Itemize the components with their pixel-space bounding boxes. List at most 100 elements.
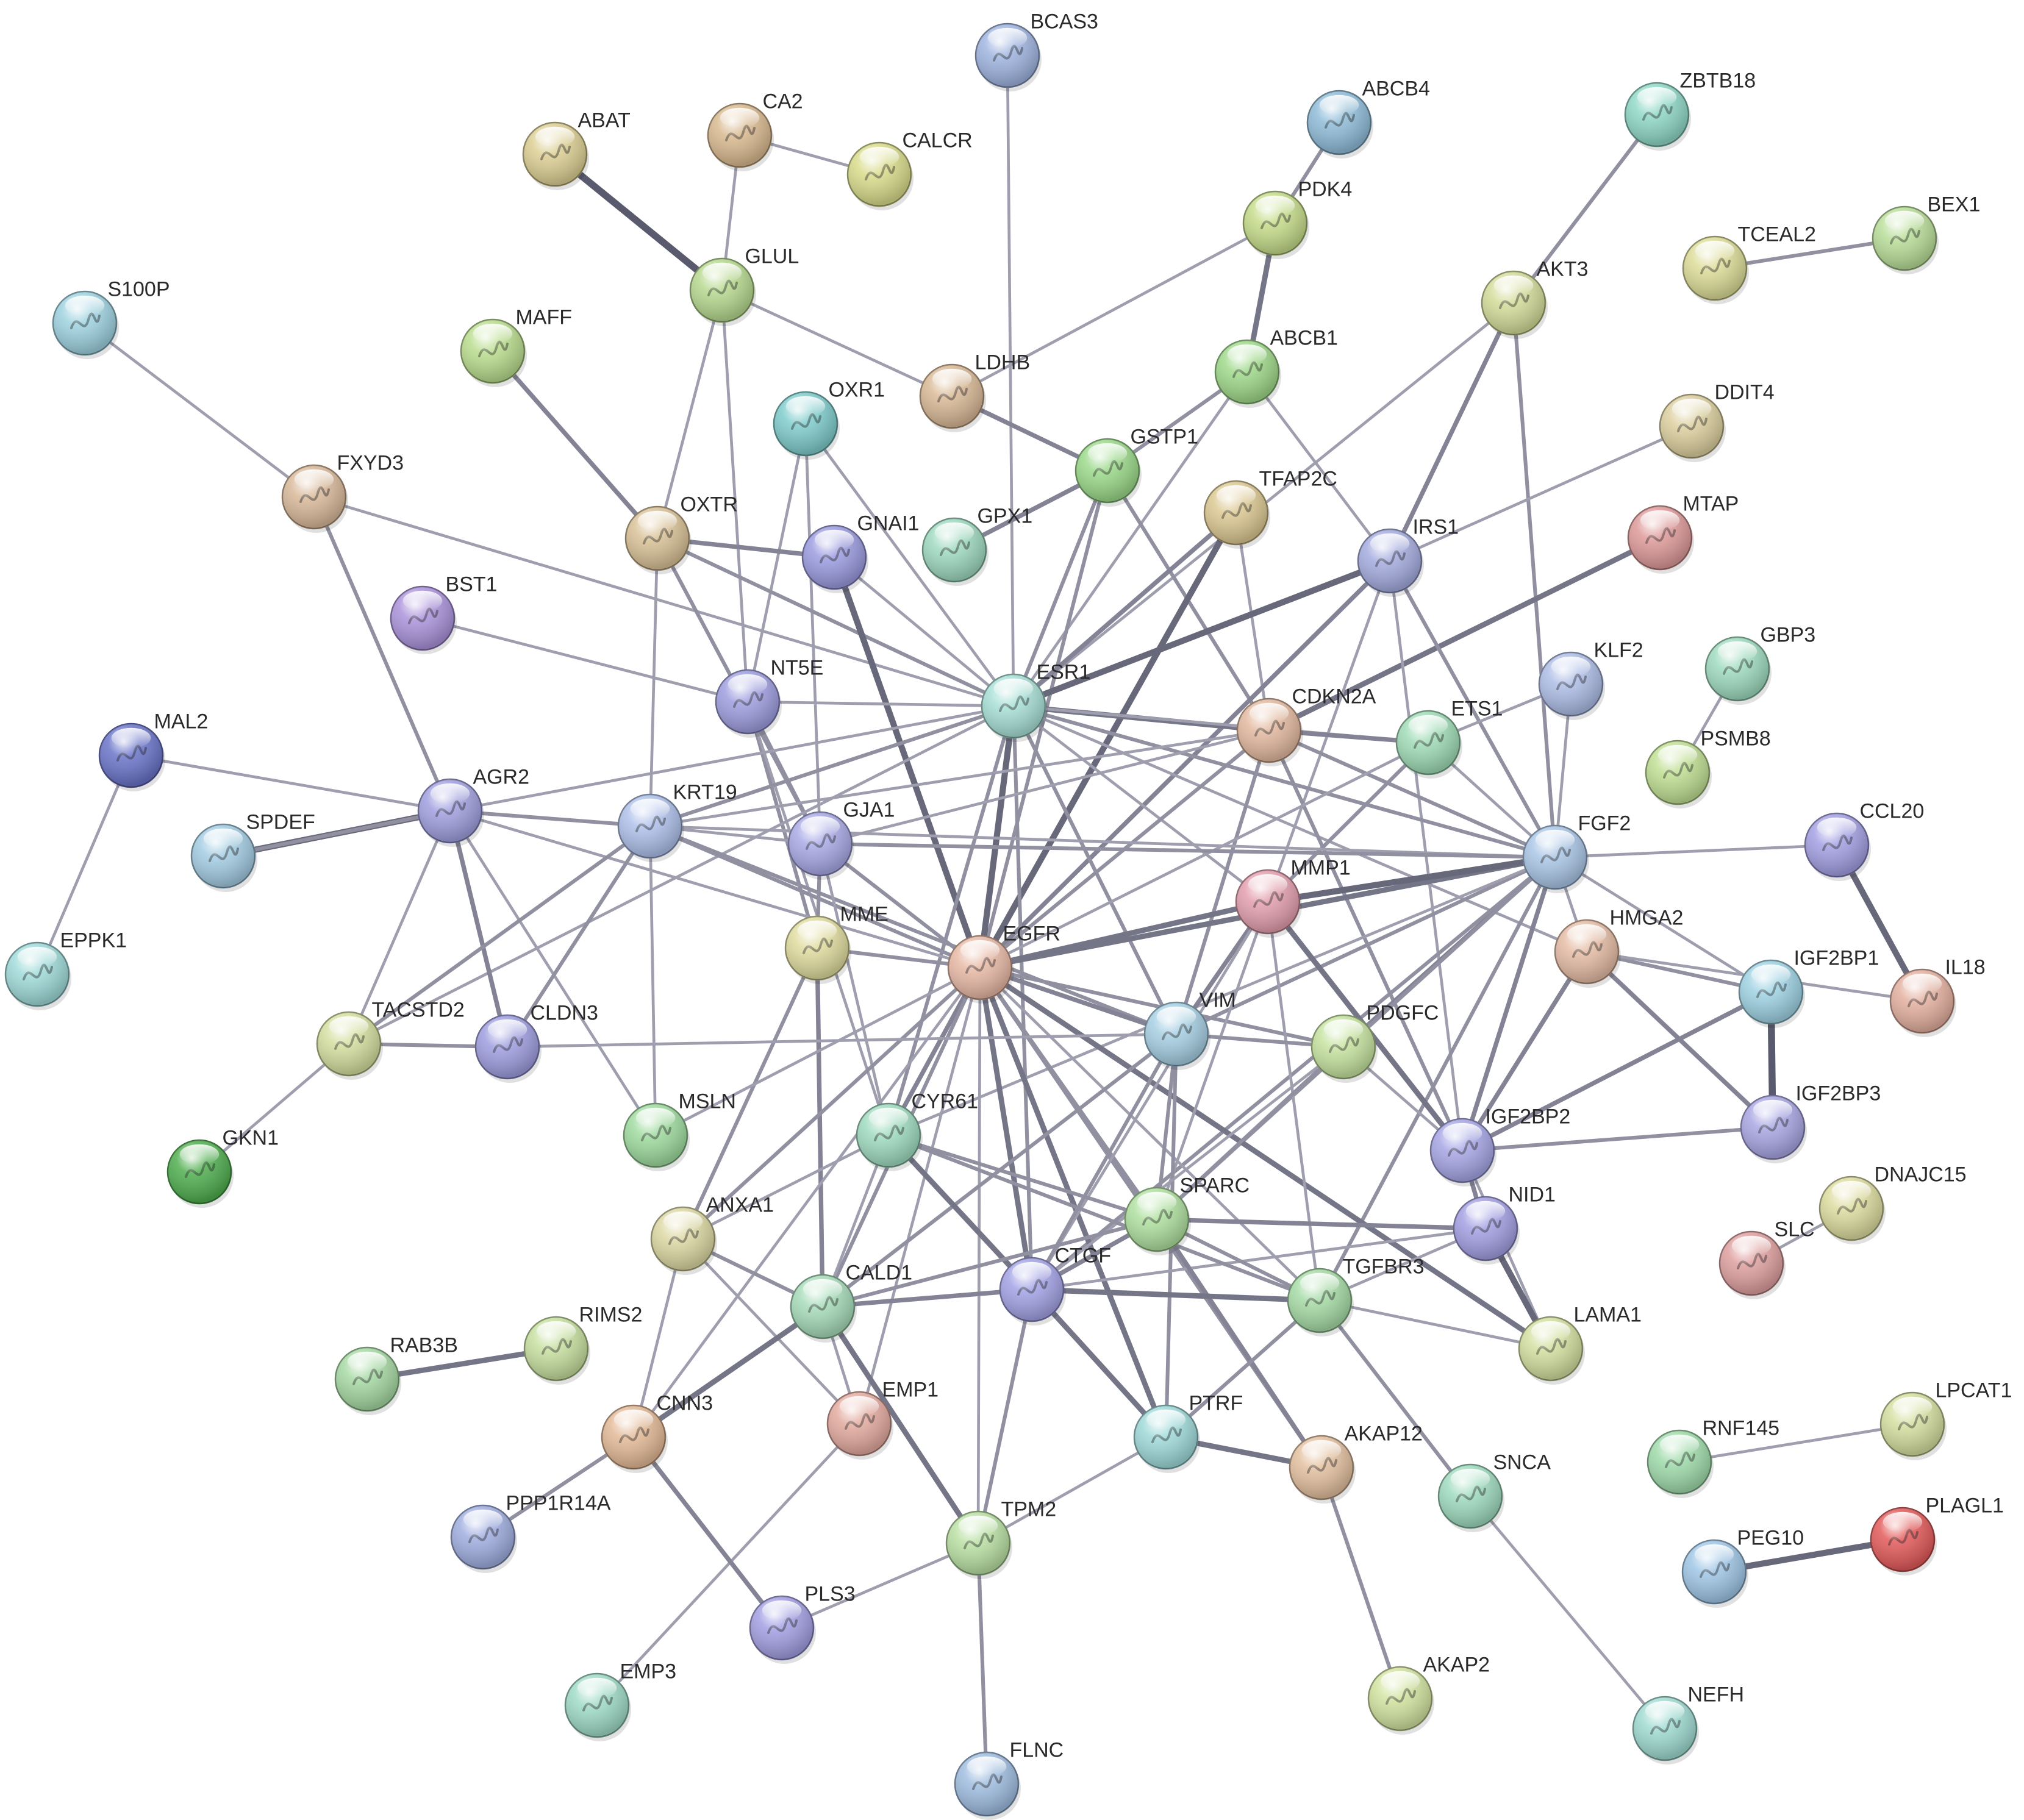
node-dnajc15[interactable]: DNAJC15 bbox=[1818, 1163, 1967, 1244]
edge-nid1-sparc bbox=[1154, 1217, 1488, 1231]
node-klf2[interactable]: KLF2 bbox=[1538, 638, 1643, 720]
node-bst1[interactable]: BST1 bbox=[390, 573, 497, 654]
node-cyr61[interactable]: CYR61 bbox=[856, 1090, 978, 1171]
node-gkn1[interactable]: GKN1 bbox=[166, 1126, 279, 1208]
node-emp3[interactable]: EMP3 bbox=[564, 1660, 676, 1741]
node-igf2bp2[interactable]: IGF2BP2 bbox=[1429, 1105, 1570, 1187]
node-oxr1[interactable]: OXR1 bbox=[773, 378, 885, 460]
node-cdkn2a[interactable]: CDKN2A bbox=[1236, 685, 1376, 766]
node-vim[interactable]: VIM bbox=[1143, 988, 1236, 1070]
node-peg10[interactable]: PEG10 bbox=[1681, 1526, 1804, 1608]
node-bex1[interactable]: BEX1 bbox=[1872, 193, 1980, 274]
node-tfap2c[interactable]: TFAP2C bbox=[1203, 467, 1337, 549]
node-mmp1[interactable]: MMP1 bbox=[1235, 856, 1351, 938]
node-zbtb18[interactable]: ZBTB18 bbox=[1624, 69, 1756, 151]
node-ppp1r14a[interactable]: PPP1R14A bbox=[450, 1491, 611, 1573]
node-slc[interactable]: SLC bbox=[1718, 1218, 1815, 1299]
node-ctgf[interactable]: CTGF bbox=[999, 1244, 1111, 1326]
node-gbp3[interactable]: GBP3 bbox=[1704, 623, 1815, 705]
edge-fgf2-ctgf bbox=[1029, 855, 1557, 1292]
node-mal2[interactable]: MAL2 bbox=[98, 710, 208, 791]
edge-igf2bp1-igf2bp2 bbox=[1460, 990, 1773, 1153]
node-nefh[interactable]: NEFH bbox=[1632, 1683, 1744, 1765]
node-pls3[interactable]: PLS3 bbox=[749, 1582, 856, 1664]
node-lpcat1[interactable]: LPCAT1 bbox=[1879, 1379, 2012, 1460]
node-label: GJA1 bbox=[843, 798, 895, 821]
node-rnf145[interactable]: RNF145 bbox=[1647, 1416, 1779, 1498]
node-fgf2[interactable]: FGF2 bbox=[1522, 812, 1631, 893]
node-glul[interactable]: GLUL bbox=[689, 244, 799, 326]
node-akap2[interactable]: AKAP2 bbox=[1367, 1653, 1490, 1735]
node-maff[interactable]: MAFF bbox=[460, 305, 572, 387]
node-anxa1[interactable]: ANXA1 bbox=[650, 1193, 774, 1275]
node-snca[interactable]: SNCA bbox=[1437, 1451, 1551, 1532]
node-sparc[interactable]: SPARC bbox=[1124, 1174, 1250, 1255]
node-mtap[interactable]: MTAP bbox=[1627, 492, 1739, 574]
edge-egfr-tpm2 bbox=[976, 966, 982, 1545]
node-abcb4[interactable]: ABCB4 bbox=[1306, 77, 1430, 159]
node-ptrf[interactable]: PTRF bbox=[1133, 1391, 1243, 1473]
edge-tgfbr3-ptrf bbox=[1164, 1298, 1322, 1440]
node-abat[interactable]: ABAT bbox=[522, 109, 631, 190]
node-label: FXYD3 bbox=[337, 451, 404, 474]
edge-ctgf-tgfbr3 bbox=[1029, 1286, 1323, 1304]
node-highlight bbox=[1902, 973, 1942, 994]
node-tgfbr3[interactable]: TGFBR3 bbox=[1287, 1255, 1425, 1336]
edge-gja1-egfr bbox=[818, 841, 982, 970]
node-igf2bp1[interactable]: IGF2BP1 bbox=[1738, 946, 1879, 1028]
edge-zbtb18-akt3 bbox=[1511, 112, 1659, 305]
node-tacstd2[interactable]: TACSTD2 bbox=[316, 998, 465, 1080]
edge-egfr-mmp1 bbox=[977, 899, 1271, 971]
node-label: MTAP bbox=[1682, 492, 1739, 515]
node-mme[interactable]: MME bbox=[784, 902, 889, 984]
node-calcr[interactable]: CALCR bbox=[846, 129, 973, 210]
edge-mme-anxa1 bbox=[681, 946, 820, 1241]
node-emp1[interactable]: EMP1 bbox=[826, 1378, 939, 1460]
node-plagl1[interactable]: PLAGL1 bbox=[1870, 1494, 2004, 1576]
node-gstp1[interactable]: GSTP1 bbox=[1075, 425, 1198, 507]
edge-pdgfc-ctgf bbox=[1030, 1045, 1345, 1291]
node-highlight bbox=[1255, 195, 1295, 216]
node-ldhb[interactable]: LDHB bbox=[919, 351, 1030, 432]
node-flnc[interactable]: FLNC bbox=[954, 1738, 1064, 1820]
node-irs1[interactable]: IRS1 bbox=[1357, 515, 1459, 597]
node-abcb1[interactable]: ABCB1 bbox=[1214, 326, 1338, 408]
node-ca2[interactable]: CA2 bbox=[707, 90, 803, 171]
node-pdgfc[interactable]: PDGFC bbox=[1311, 1001, 1439, 1083]
node-krt19[interactable]: KRT19 bbox=[617, 780, 737, 862]
node-nid1[interactable]: NID1 bbox=[1453, 1183, 1556, 1265]
node-ddit4[interactable]: DDIT4 bbox=[1659, 380, 1775, 462]
node-igf2bp3[interactable]: IGF2BP3 bbox=[1740, 1082, 1881, 1163]
node-eppk1[interactable]: EPPK1 bbox=[4, 929, 127, 1010]
node-gnai1[interactable]: GNAI1 bbox=[801, 512, 919, 593]
node-akt3[interactable]: AKT3 bbox=[1481, 257, 1588, 339]
node-esr1[interactable]: ESR1 bbox=[981, 660, 1090, 742]
node-rab3b[interactable]: RAB3B bbox=[334, 1333, 458, 1415]
node-bcas3[interactable]: BCAS3 bbox=[974, 10, 1098, 91]
node-highlight bbox=[1731, 1235, 1772, 1257]
node-tceal2[interactable]: TCEAL2 bbox=[1682, 223, 1816, 304]
node-oxtr[interactable]: OXTR bbox=[624, 493, 738, 574]
node-pdk4[interactable]: PDK4 bbox=[1242, 177, 1352, 259]
node-akap12[interactable]: AKAP12 bbox=[1289, 1422, 1423, 1504]
node-gja1[interactable]: GJA1 bbox=[787, 798, 895, 880]
node-cldn3[interactable]: CLDN3 bbox=[474, 1001, 598, 1083]
node-rims2[interactable]: RIMS2 bbox=[523, 1303, 642, 1385]
node-il18[interactable]: IL18 bbox=[1889, 955, 1986, 1037]
node-lama1[interactable]: LAMA1 bbox=[1518, 1303, 1642, 1385]
node-hmga2[interactable]: HMGA2 bbox=[1554, 906, 1683, 988]
node-s100p[interactable]: S100P bbox=[52, 277, 170, 359]
node-spdef[interactable]: SPDEF bbox=[190, 810, 315, 892]
node-cald1[interactable]: CALD1 bbox=[790, 1261, 912, 1343]
node-tpm2[interactable]: TPM2 bbox=[945, 1497, 1056, 1579]
node-nt5e[interactable]: NT5E bbox=[715, 656, 823, 738]
node-egfr[interactable]: EGFR bbox=[947, 922, 1060, 1004]
node-cnn3[interactable]: CNN3 bbox=[601, 1391, 713, 1473]
node-agr2[interactable]: AGR2 bbox=[417, 765, 529, 847]
node-fxyd3[interactable]: FXYD3 bbox=[281, 451, 404, 533]
node-ccl20[interactable]: CCL20 bbox=[1804, 799, 1924, 881]
node-gpx1[interactable]: GPX1 bbox=[921, 504, 1032, 586]
node-psmb8[interactable]: PSMB8 bbox=[1645, 727, 1771, 808]
node-ets1[interactable]: ETS1 bbox=[1395, 697, 1503, 779]
node-msln[interactable]: MSLN bbox=[623, 1090, 736, 1171]
